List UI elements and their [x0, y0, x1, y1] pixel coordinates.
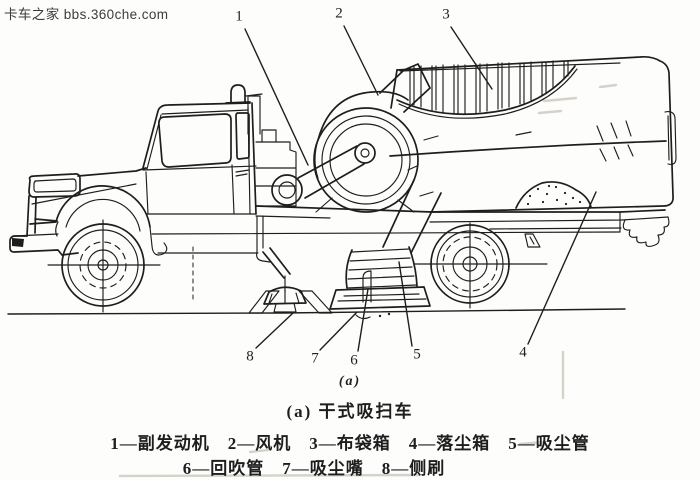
leader-line-3: [450, 26, 493, 90]
leader-line-8: [255, 312, 294, 349]
front-wheel: [47, 219, 161, 313]
auxiliary-engine: [245, 93, 297, 207]
legend-line-2: 6—回吹管 7—吸尘嘴 8—侧刷: [182, 459, 446, 478]
chassis-frame: [151, 205, 670, 254]
figure-caption: (a) 干式吸扫车: [286, 402, 414, 421]
callout-number-2: 2: [335, 5, 343, 21]
suction-nozzle: [329, 286, 431, 320]
ground-line: [7, 308, 626, 315]
leader-line-2: [343, 25, 379, 96]
leader-line-1: [244, 28, 309, 166]
side-brush: [256, 215, 307, 313]
callout-number-8: 8: [246, 348, 254, 364]
scan-artifacts: [118, 83, 618, 478]
watermark-text: 卡车之家 bbs.360che.com: [4, 7, 169, 22]
hopper-tank: [389, 55, 677, 213]
back-blow-pipe: [362, 270, 372, 303]
panel-label: (a): [338, 374, 362, 389]
callout-number-4: 4: [519, 344, 527, 360]
legend-line-1: 1—副发动机 2—风机 3—布袋箱 4—落尘箱 5—吸尘管: [110, 434, 590, 453]
filter-bag-box: [396, 60, 578, 119]
leader-line-5: [398, 261, 413, 347]
callout-number-7: 7: [311, 350, 319, 366]
dust-pile: [515, 181, 592, 209]
suction-duct: [345, 179, 442, 289]
leader-line-6: [357, 288, 369, 352]
callout-number-3: 3: [442, 6, 450, 22]
callout-layer: 1 2 3 4 5 6 7 8: [235, 5, 597, 368]
rear-wheel: [413, 222, 548, 309]
callout-number-1: 1: [235, 8, 243, 24]
fan-blower: [271, 63, 431, 213]
leader-line-7: [319, 311, 358, 351]
support-stands: [248, 290, 333, 314]
callout-number-5: 5: [413, 346, 421, 362]
callout-number-6: 6: [350, 352, 358, 368]
leader-line-4: [527, 191, 597, 345]
truck-cab: [9, 84, 257, 301]
